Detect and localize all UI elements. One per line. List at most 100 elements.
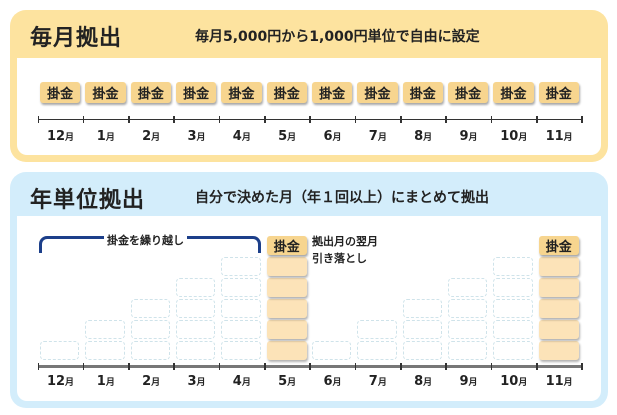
carryover-ghost-box	[402, 320, 442, 339]
carryover-ghost-box	[357, 341, 397, 360]
timeline-tick	[82, 116, 85, 123]
month-number: 12	[46, 129, 66, 144]
carryover-ghost-box	[447, 278, 488, 297]
month-number: 9	[459, 129, 469, 144]
month-number: 1	[96, 129, 106, 144]
contribution-chip: 掛金	[130, 82, 171, 103]
timeline-tick	[218, 363, 221, 370]
contribution-chip: 掛金	[85, 82, 126, 103]
month-number: 10	[500, 374, 519, 389]
carryover-ghost-box	[493, 320, 533, 339]
accumulated-contribution-box	[266, 299, 307, 318]
carryover-ghost-box	[493, 278, 533, 297]
carryover-ghost-box	[221, 320, 261, 339]
debit-note-line1: 拠出月の翌月	[312, 235, 378, 248]
carryover-ghost-box	[493, 257, 533, 276]
carryover-ghost-box	[221, 257, 261, 276]
contribution-chip: 掛金	[221, 82, 262, 103]
timeline-tick	[173, 116, 175, 123]
month-number: 4	[232, 129, 242, 144]
timeline-tick	[128, 363, 130, 370]
month-unit: 月	[423, 378, 433, 388]
carryover-ghost-box	[175, 299, 216, 318]
carryover-ghost-box	[221, 341, 261, 360]
yearly-title: 年単位拠出	[30, 188, 146, 213]
carryover-ghost-box	[447, 320, 488, 339]
month-unit: 月	[196, 378, 206, 388]
month-label: 4月	[219, 129, 264, 144]
month-label: 5月	[265, 374, 310, 389]
month-unit: 月	[468, 133, 478, 143]
month-label: 3月	[174, 129, 219, 144]
carryover-ghost-box	[402, 341, 442, 360]
carryover-ghost-box	[40, 341, 80, 360]
month-unit: 月	[518, 378, 528, 388]
month-number: 9	[459, 374, 469, 389]
debit-note: 拠出月の翌月 引き落とし	[312, 233, 378, 267]
carryover-ghost-box	[221, 278, 261, 297]
carryover-label: 掛金を繰り越し	[104, 232, 187, 248]
contribution-chip: 掛金	[266, 82, 307, 103]
month-label: 10月	[491, 374, 536, 389]
month-unit: 月	[151, 133, 161, 143]
month-unit: 月	[518, 133, 528, 143]
month-unit: 月	[423, 133, 433, 143]
month-number: 8	[414, 129, 424, 144]
yearly-contribution-card: 年単位拠出 自分で決めた月（年１回以上）にまとめて拠出	[10, 172, 608, 408]
timeline-tick	[354, 116, 357, 123]
monthly-subtitle: 毎月5,000円から1,000円単位で自由に設定	[195, 29, 480, 45]
timeline-tick	[37, 116, 39, 123]
accumulated-contribution-box	[266, 257, 307, 276]
carryover-ghost-box	[447, 299, 488, 318]
carryover-ghost-box	[175, 320, 216, 339]
accumulated-contribution-box	[266, 278, 307, 297]
accumulated-contribution-box	[538, 341, 579, 360]
carryover-ghost-box	[130, 320, 170, 339]
month-unit: 月	[241, 133, 251, 143]
accumulated-contribution-box	[266, 320, 307, 339]
contribution-chip: 掛金	[493, 82, 534, 103]
carryover-ghost-box	[221, 299, 261, 318]
carryover-ghost-box	[130, 299, 170, 318]
timeline-tick	[264, 116, 266, 123]
month-unit: 月	[151, 378, 161, 388]
monthly-diagram-body	[17, 58, 601, 155]
month-label: 7月	[355, 129, 400, 144]
contribution-chip: 掛金	[357, 82, 398, 103]
carryover-ghost-box	[493, 299, 533, 318]
month-label: 3月	[174, 374, 219, 389]
month-number: 8	[414, 374, 424, 389]
timeline-tick	[218, 116, 221, 123]
month-number: 11	[545, 374, 564, 389]
carryover-ghost-box	[85, 341, 125, 360]
month-number: 6	[323, 129, 333, 144]
month-unit: 月	[65, 378, 75, 388]
month-unit: 月	[468, 378, 478, 388]
contribution-chip: 掛金	[447, 82, 489, 103]
accumulated-contribution-box	[266, 341, 307, 360]
month-number: 7	[368, 129, 378, 144]
month-label: 8月	[401, 374, 446, 389]
month-number: 5	[278, 374, 288, 389]
monthly-title: 毎月拠出	[30, 26, 123, 51]
month-label: 12月	[38, 129, 83, 144]
contribution-chip: 掛金	[266, 236, 307, 255]
month-number: 10	[500, 129, 519, 144]
month-unit: 月	[65, 133, 75, 143]
timeline-tick	[264, 363, 266, 370]
month-number: 2	[142, 129, 152, 144]
month-number: 5	[278, 129, 288, 144]
month-unit: 月	[332, 378, 342, 388]
carryover-ghost-box	[493, 341, 533, 360]
timeline-tick	[490, 116, 493, 123]
month-number: 11	[545, 129, 564, 144]
timeline-tick	[309, 116, 311, 123]
month-label: 9月	[446, 129, 491, 144]
timeline-tick	[309, 363, 311, 370]
month-label: 5月	[265, 129, 310, 144]
timeline-tick	[445, 363, 447, 370]
accumulated-contribution-box	[538, 278, 579, 297]
contribution-chip: 掛金	[538, 82, 579, 103]
timeline-tick	[490, 363, 493, 370]
month-label: 2月	[129, 374, 174, 389]
